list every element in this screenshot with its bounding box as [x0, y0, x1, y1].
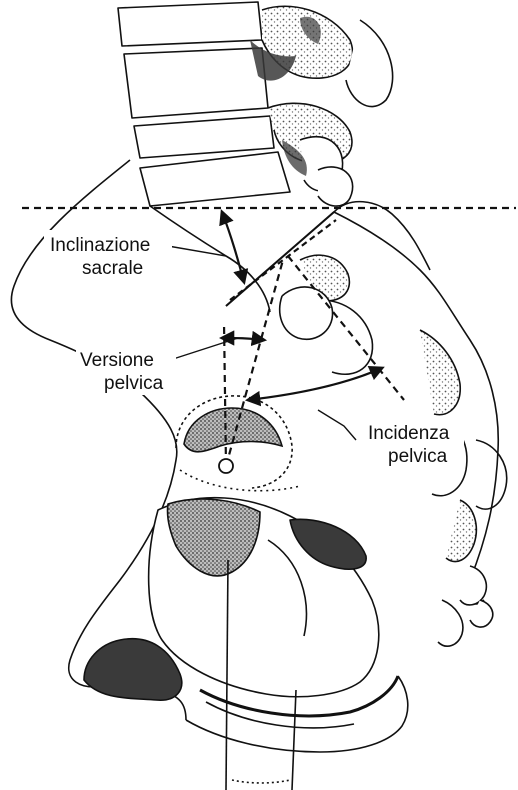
pelvic-tilt-label-line1: Versione — [80, 350, 154, 371]
sacral-slope-arrow — [222, 212, 244, 282]
pelvic-incidence-label-line2: pelvica — [388, 446, 448, 467]
lumbar-spine — [118, 2, 393, 206]
acetabulum — [176, 396, 300, 491]
pelvic-tilt-label-line2: pelvica — [104, 373, 164, 394]
sacral-slope-label-line1: Inclinazione — [50, 235, 150, 256]
pelvic-incidence-label-line1: Incidenza — [368, 423, 450, 444]
pubis — [84, 498, 398, 728]
femoral-head-center — [219, 459, 233, 473]
pelvic-tilt-arrow — [222, 338, 264, 340]
sacral-slope-label-line2: sacrale — [82, 258, 143, 279]
